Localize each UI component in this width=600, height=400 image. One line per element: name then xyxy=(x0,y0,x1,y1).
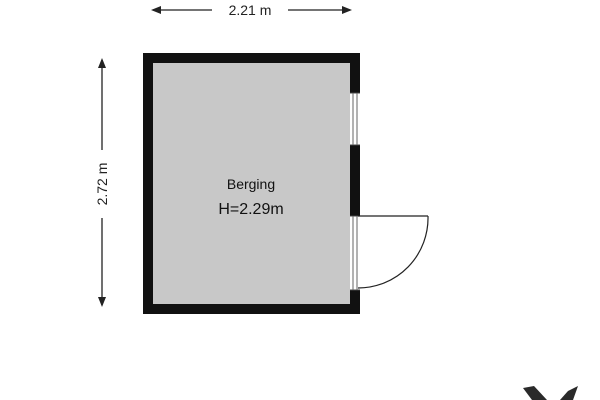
door xyxy=(350,215,429,291)
width-dimension-label: 2.21 m xyxy=(229,2,272,18)
room-ceiling-height: H=2.29m xyxy=(218,201,283,218)
width-dimension: 2.21 m xyxy=(151,2,352,18)
brand-mark-icon xyxy=(523,386,578,400)
room-berging xyxy=(143,53,429,314)
window-opening xyxy=(350,93,360,145)
width-arrow-right xyxy=(342,6,352,14)
width-arrow-left xyxy=(151,6,161,14)
door-opening xyxy=(350,216,360,290)
height-dimension-label: 2.72 m xyxy=(94,163,110,206)
height-arrow-top xyxy=(98,58,106,68)
room-floor xyxy=(153,63,350,304)
room-name: Berging xyxy=(227,176,275,192)
height-arrow-bottom xyxy=(98,297,106,307)
brand-mark-left xyxy=(523,386,547,400)
height-dimension: 2.72 m xyxy=(94,58,110,307)
brand-mark-right xyxy=(560,386,578,400)
door-swing-arc xyxy=(357,215,429,289)
window xyxy=(350,92,360,146)
